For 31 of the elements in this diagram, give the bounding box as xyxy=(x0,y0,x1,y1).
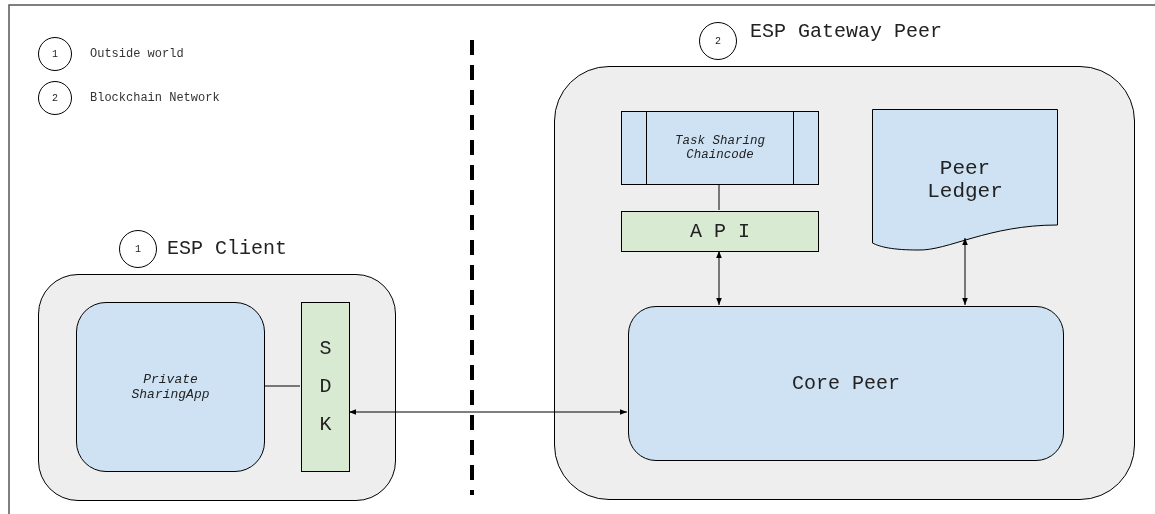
group-heading: ESP Gateway Peer xyxy=(750,20,943,44)
number-label: 2 xyxy=(52,92,58,104)
sdk-label: SDK xyxy=(318,336,333,438)
chaincode-box xyxy=(621,111,819,185)
number-circle xyxy=(38,37,72,71)
arrow xyxy=(962,237,968,306)
number-circle xyxy=(38,81,72,115)
ledger-document xyxy=(872,109,1058,251)
number-label: 2 xyxy=(715,35,721,47)
sdk-bar xyxy=(301,302,350,472)
number-circle xyxy=(119,230,157,268)
number-label: 1 xyxy=(135,243,141,255)
node-caption: Outside world xyxy=(90,46,184,62)
app-box xyxy=(76,302,265,472)
chaincode-label: Task Sharing Chaincode xyxy=(674,134,766,162)
arrow xyxy=(348,409,628,415)
node-caption: Blockchain Network xyxy=(90,90,220,106)
group-heading: ESP Client xyxy=(167,237,288,261)
number-label: 1 xyxy=(52,48,58,60)
arrow xyxy=(716,250,722,306)
api-label: API xyxy=(690,220,762,243)
ledger-label: Peer Ledger xyxy=(926,157,1004,203)
connector-line xyxy=(263,385,301,387)
api-bar xyxy=(621,211,819,252)
number-circle xyxy=(699,22,737,60)
connector-line xyxy=(718,183,720,211)
core-box xyxy=(628,306,1064,461)
container-box xyxy=(554,66,1135,500)
core-label: Core Peer xyxy=(792,372,900,395)
container-box xyxy=(38,274,396,501)
app-label: Private SharingApp xyxy=(130,372,211,402)
